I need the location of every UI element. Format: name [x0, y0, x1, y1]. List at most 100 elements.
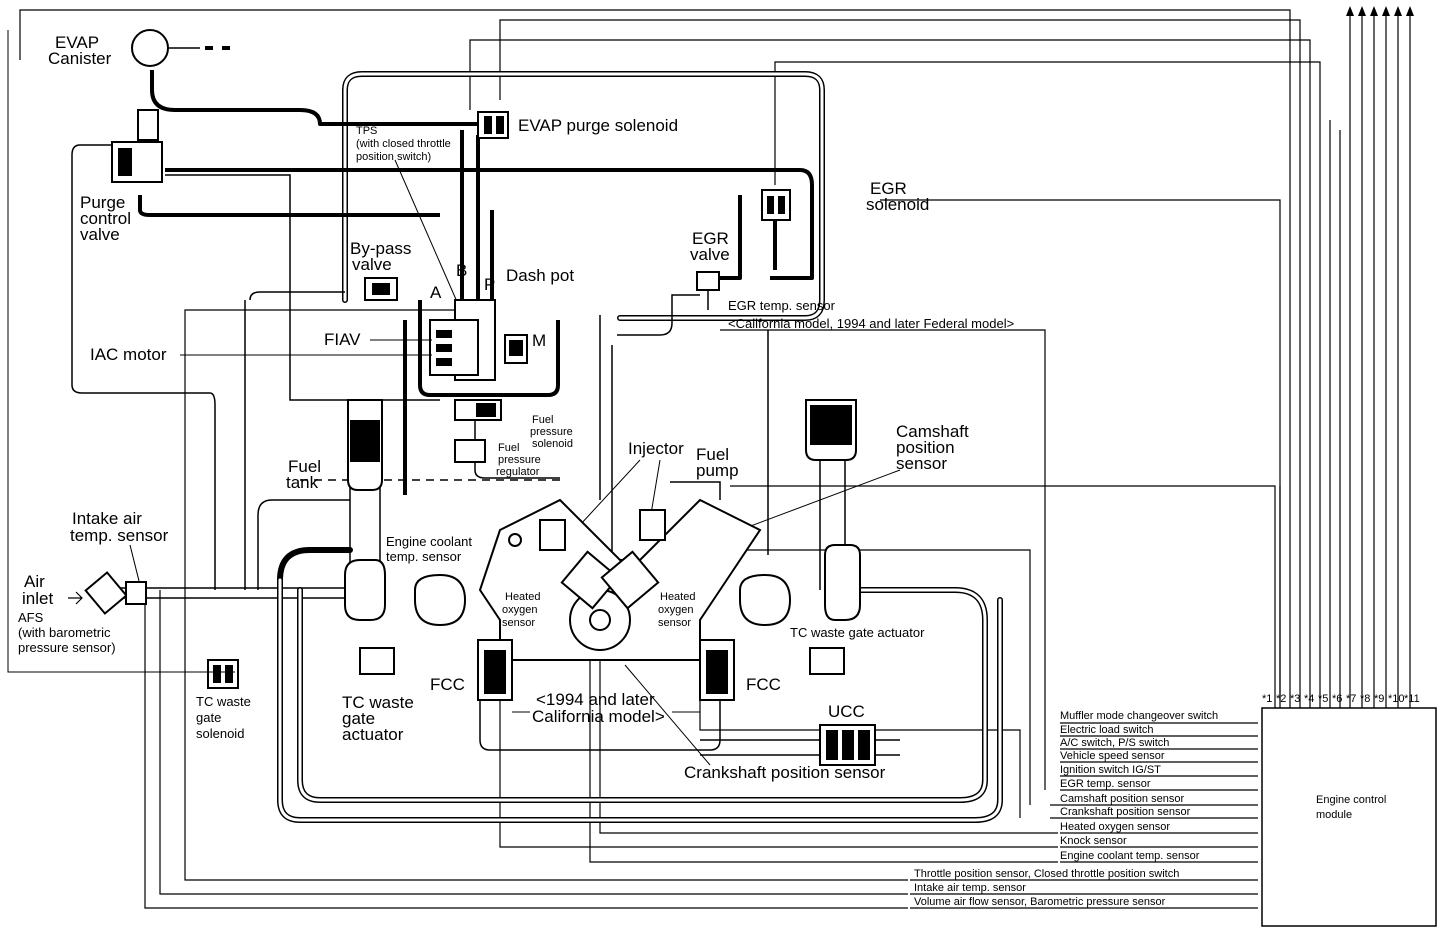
- ecm-input-labels: Muffler mode changeover switch Electric …: [914, 710, 1218, 908]
- air-inlet-label-2: inlet: [22, 589, 53, 608]
- svg-text:sensor: sensor: [502, 617, 535, 629]
- ecm-input-label: EGR temp. sensor: [1060, 778, 1151, 790]
- svg-text:position: position: [896, 438, 955, 457]
- fuel-tank-label: Fuel tank: [286, 457, 321, 492]
- svg-text:tank: tank: [286, 473, 319, 492]
- air-inlet-label-1: Air: [24, 572, 45, 591]
- ecm-terminal: *1: [1262, 693, 1272, 705]
- port-a-label: A: [430, 283, 442, 302]
- svg-text:pressure: pressure: [498, 454, 541, 466]
- fcc-right-label: FCC: [746, 675, 781, 694]
- evap-canister: EVAP Canister: [48, 29, 230, 68]
- svg-text:California model>: California model>: [532, 707, 665, 726]
- ecm-terminal: *11: [1404, 693, 1420, 705]
- svg-text:TC waste gate actuator: TC waste gate actuator: [790, 625, 925, 640]
- ecm-label-line1: Engine control: [1316, 794, 1386, 806]
- evap-purge-solenoid-label: EVAP purge solenoid: [518, 116, 678, 135]
- purge-valve-label-1: Purge: [80, 193, 125, 212]
- evap-canister-label-1: EVAP: [55, 33, 99, 52]
- bypass-valve-label-1: By-pass: [350, 239, 411, 258]
- egr-valve-label-1: EGR: [692, 229, 729, 248]
- egr-valve: EGR valve: [690, 229, 730, 310]
- ecm-terminal: *2: [1276, 693, 1286, 705]
- ecm-input-label: Knock sensor: [1060, 835, 1127, 847]
- svg-text:Engine coolant: Engine coolant: [386, 534, 472, 549]
- afs-label-2: (with barometric: [18, 625, 111, 640]
- purge-valve-label-2: control: [80, 209, 131, 228]
- ecm-input-label: Muffler mode changeover switch: [1060, 710, 1218, 722]
- ecm-input-label: Heated oxygen sensor: [1060, 821, 1170, 833]
- ecm-input-label: Volume air flow sensor, Barometric press…: [914, 896, 1166, 908]
- iac-motor-label: IAC motor: [90, 345, 167, 364]
- crankshaft-position-sensor-label: Crankshaft position sensor: [624, 664, 886, 782]
- california-model-note: <1994 and later California model>: [512, 690, 700, 726]
- engine-block: [478, 498, 762, 661]
- svg-text:Fuel: Fuel: [288, 457, 321, 476]
- egr-solenoid: EGR solenoid: [761, 179, 929, 221]
- ecm-terminal: *7: [1346, 693, 1356, 705]
- intake-air-temp-sensor-label: Intake air temp. sensor: [70, 509, 169, 586]
- svg-text:gate: gate: [342, 709, 375, 728]
- svg-text:temp. sensor: temp. sensor: [70, 526, 169, 545]
- svg-text:actuator: actuator: [342, 725, 404, 744]
- tps-label: TPS (with closed throttle position switc…: [356, 125, 466, 321]
- tc-waste-gate-solenoid: TC waste gate solenoid: [196, 659, 251, 741]
- fuel-pressure-regulator: Fuel pressure regulator: [454, 439, 541, 478]
- svg-text:oxygen: oxygen: [658, 604, 693, 616]
- ecm-terminal: *10: [1388, 693, 1405, 705]
- svg-text:pump: pump: [696, 461, 739, 480]
- front-catalytic-converters: [477, 639, 735, 701]
- ecm-input-label: Crankshaft position sensor: [1060, 806, 1191, 818]
- egr-valve-label-2: valve: [690, 245, 730, 264]
- svg-text:<California model, 1994 and la: <California model, 1994 and later Federa…: [728, 316, 1014, 331]
- svg-text:sensor: sensor: [896, 454, 947, 473]
- turbochargers: [344, 544, 861, 627]
- tc-waste-gate-actuator-left: TC waste gate actuator: [342, 647, 414, 744]
- afs-label-3: pressure sensor): [18, 640, 116, 655]
- svg-text:Injector: Injector: [628, 439, 684, 458]
- ecm-terminal: *6: [1332, 693, 1342, 705]
- bypass-valve: By-pass valve: [350, 239, 411, 301]
- svg-text:Crankshaft position sensor: Crankshaft position sensor: [684, 763, 886, 782]
- fiav-iac-labels: FIAV IAC motor: [90, 330, 432, 364]
- ecm-input-label: Camshaft position sensor: [1060, 793, 1184, 805]
- ecm-input-label: Vehicle speed sensor: [1060, 750, 1165, 762]
- svg-text:solenoid: solenoid: [532, 438, 573, 450]
- engine-control-module: Engine control module: [1261, 707, 1437, 927]
- air-flow-sensor: Air inlet AFS (with barometric pressure …: [7, 30, 235, 673]
- port-m-label: M: [532, 331, 546, 350]
- egr-solenoid-label-2: solenoid: [866, 195, 929, 214]
- svg-text:TC waste: TC waste: [196, 694, 251, 709]
- engine-coolant-temp-sensor-label: Engine coolant temp. sensor: [386, 534, 472, 564]
- ecm-input-label: Throttle position sensor, Closed throttl…: [914, 868, 1179, 880]
- dash-pot-label: Dash pot: [506, 266, 574, 285]
- svg-text:Fuel: Fuel: [498, 442, 519, 454]
- svg-text:gate: gate: [196, 710, 221, 725]
- svg-text:Heated: Heated: [505, 591, 540, 603]
- purge-valve-label-3: valve: [80, 225, 120, 244]
- svg-text:oxygen: oxygen: [502, 604, 537, 616]
- svg-text:EGR temp. sensor: EGR temp. sensor: [728, 298, 836, 313]
- svg-text:solenoid: solenoid: [196, 726, 244, 741]
- ucc-label: UCC: [828, 702, 865, 721]
- svg-text:Intake air: Intake air: [72, 509, 142, 528]
- evap-purge-solenoid: EVAP purge solenoid: [477, 111, 678, 139]
- fiav-label: FIAV: [324, 330, 361, 349]
- svg-text:TC waste: TC waste: [342, 693, 414, 712]
- svg-text:TPS: TPS: [356, 125, 377, 137]
- ecm-terminal-labels: *1 *2 *3 *4 *5 *6 *7 *8 *9 *10 *11: [1262, 693, 1420, 705]
- evap-canister-label-2: Canister: [48, 49, 112, 68]
- underfloor-catalytic-converter: UCC: [819, 702, 876, 766]
- injector-label: Injector: [579, 439, 684, 526]
- dash-pot: Dash pot: [504, 266, 574, 364]
- svg-text:position switch): position switch): [356, 151, 431, 163]
- svg-text:<1994 and later: <1994 and later: [536, 690, 655, 709]
- svg-text:(with closed throttle: (with closed throttle: [356, 138, 451, 150]
- ecm-label-line2: module: [1316, 809, 1352, 821]
- ecm-input-label: Intake air temp. sensor: [914, 882, 1026, 894]
- svg-text:Heated: Heated: [660, 591, 695, 603]
- fuel-pump-label: Fuel pump: [696, 445, 739, 480]
- ecm-terminal: *5: [1318, 693, 1328, 705]
- port-b-label: B: [456, 261, 467, 280]
